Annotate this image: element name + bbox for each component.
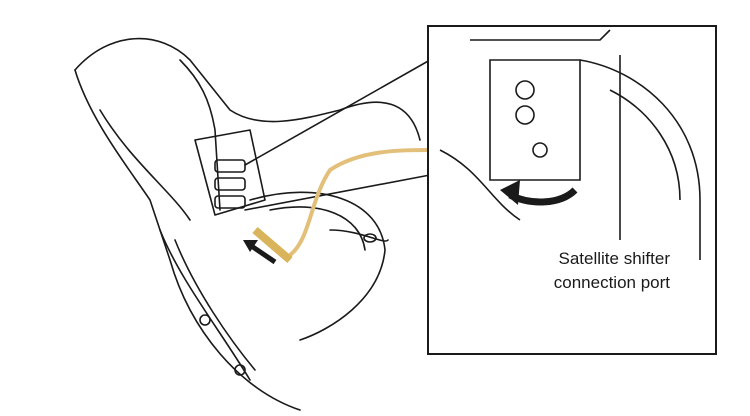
callout-label-line2: connection port <box>553 273 670 292</box>
cable-connector <box>252 226 293 264</box>
cable <box>288 148 431 257</box>
lever-outline <box>74 37 421 141</box>
detail-drawing <box>439 29 701 260</box>
shifter-bracket <box>194 129 266 216</box>
callout-label: Satellite shifter connection port <box>470 247 670 295</box>
callout-label-line1: Satellite shifter <box>558 249 671 268</box>
insert-arrow-icon <box>248 242 277 265</box>
